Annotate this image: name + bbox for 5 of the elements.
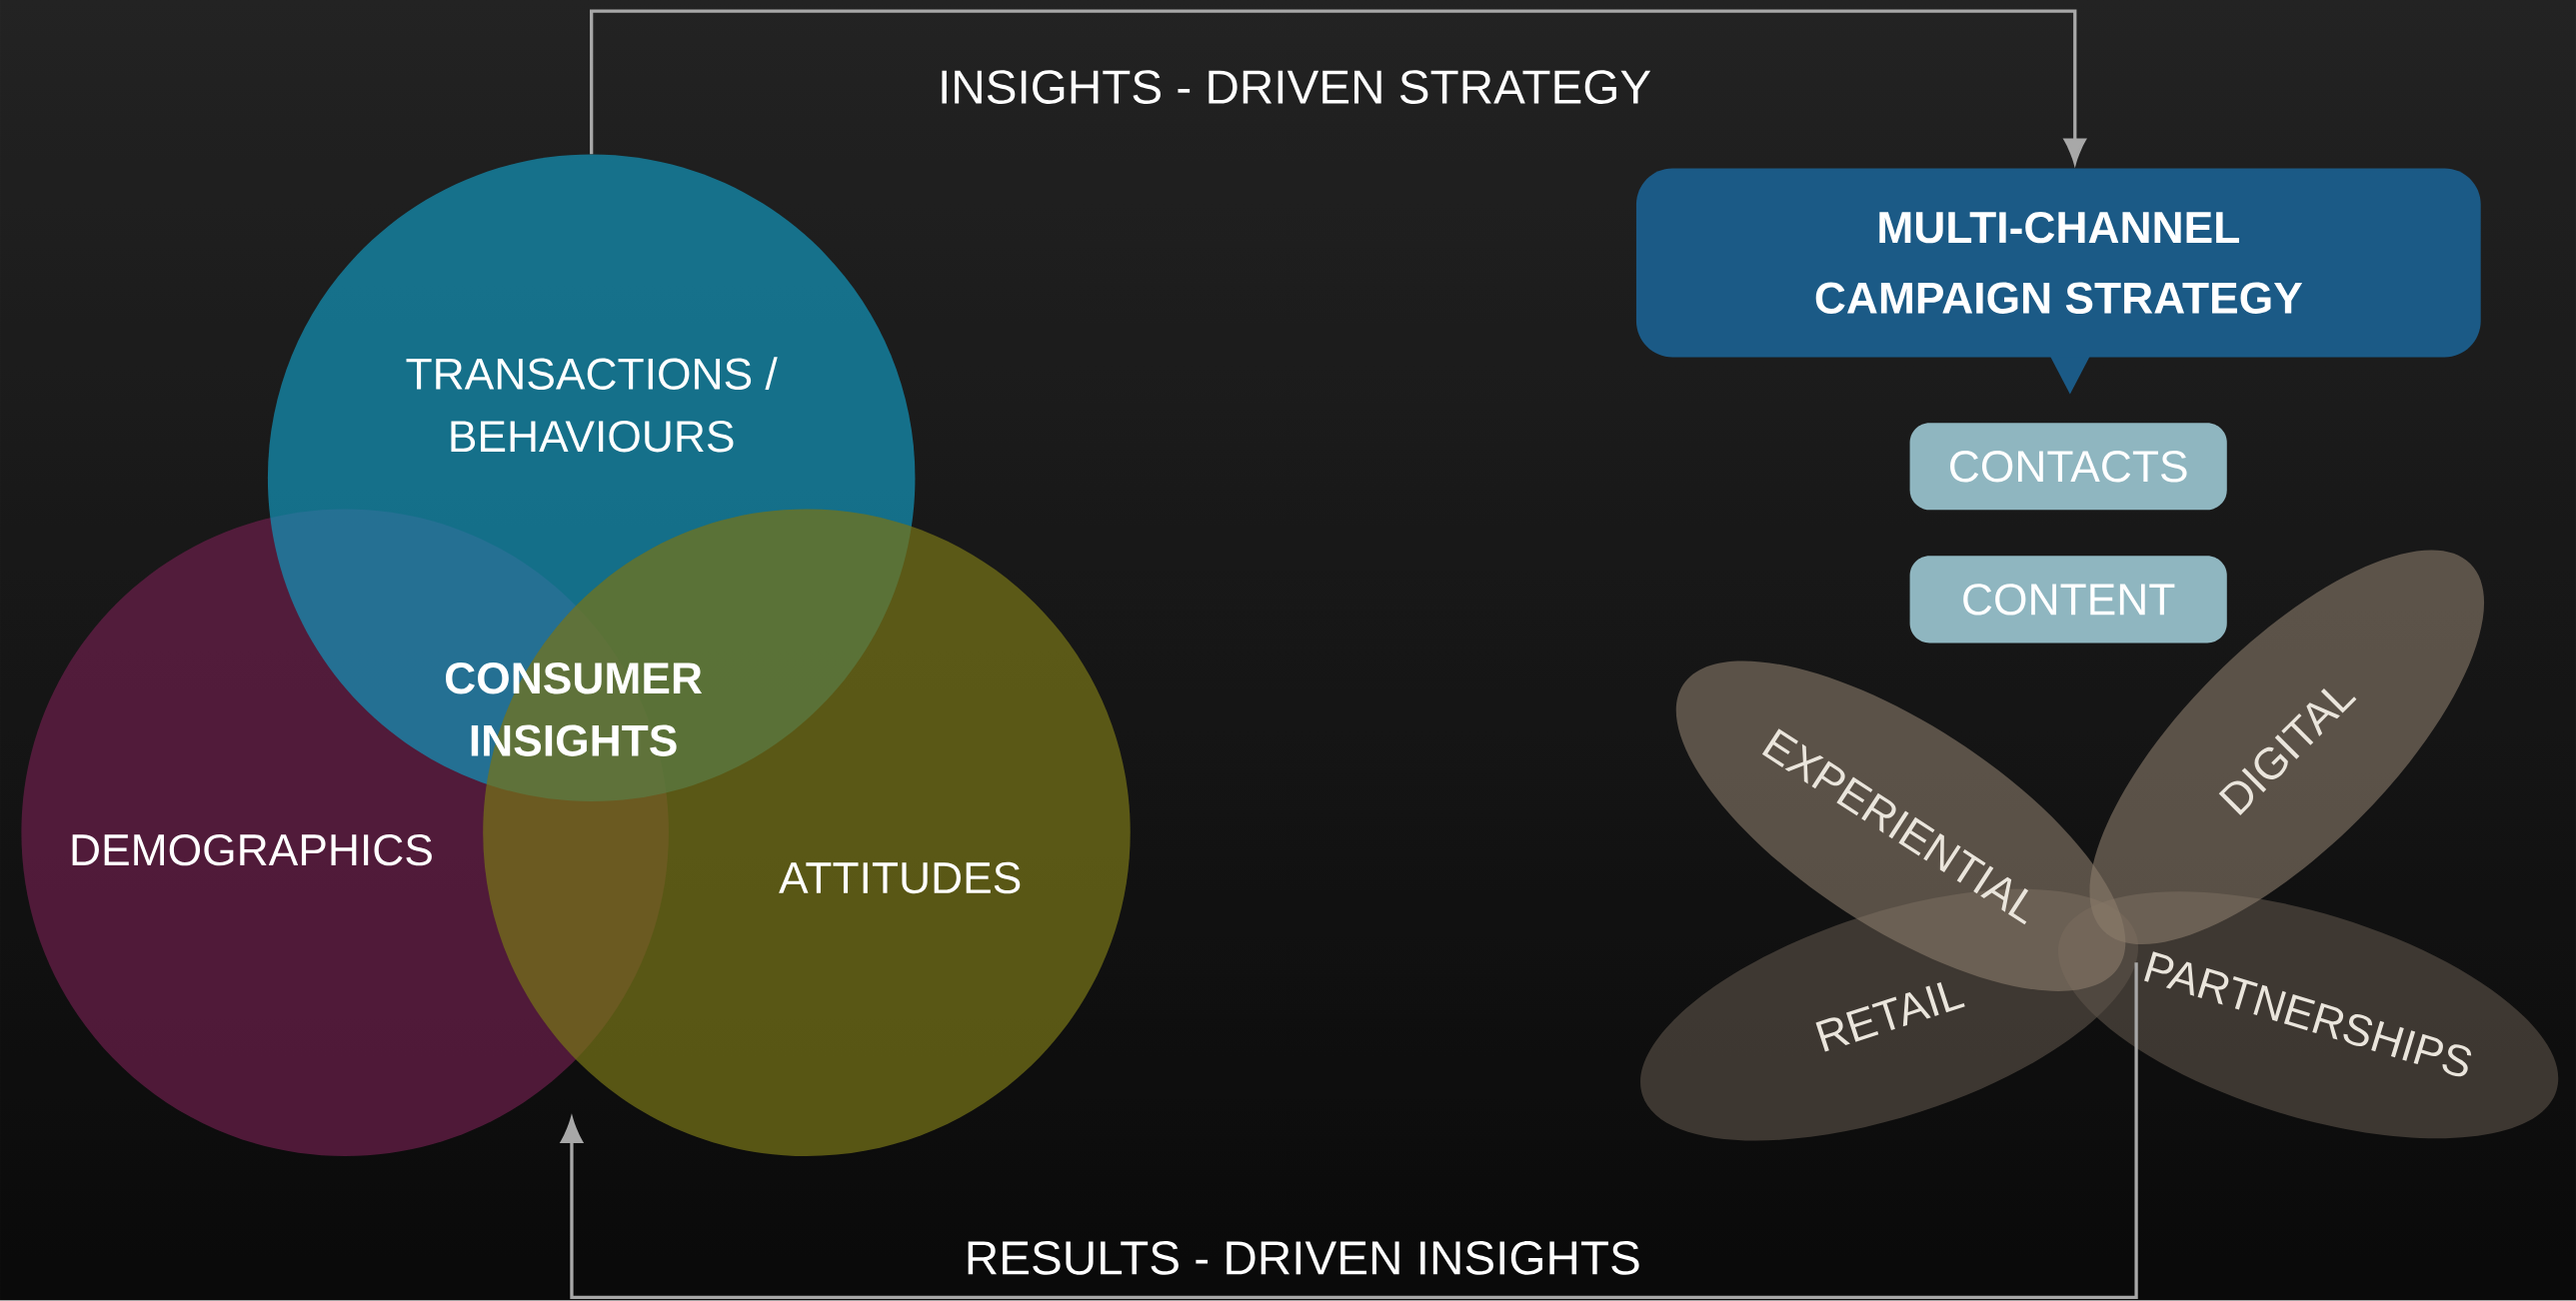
rounded-box: CONTENT	[1909, 556, 2227, 644]
rounded-box: CONTACTS	[1909, 423, 2227, 511]
bracket-arrow	[561, 962, 2138, 1300]
speech-bubble: MULTI-CHANNEL CAMPAIGN STRATEGY	[1635, 168, 2481, 395]
edge-label: RESULTS - DRIVEN INSIGHTS	[968, 1241, 1639, 1275]
